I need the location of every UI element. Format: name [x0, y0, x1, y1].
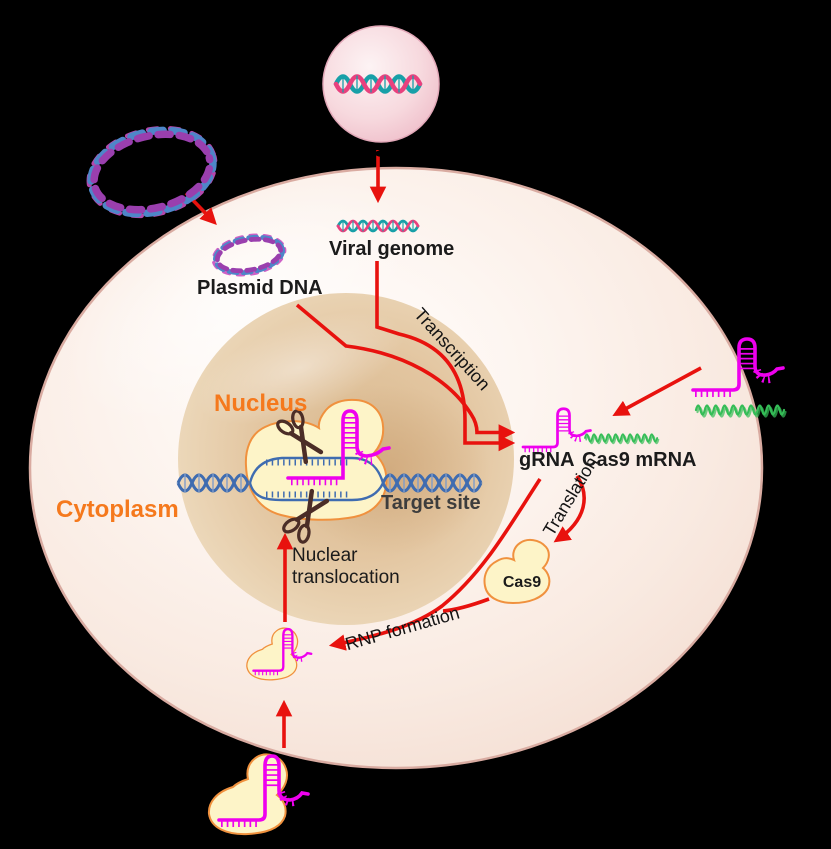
- target-site-label: Target site: [381, 492, 481, 514]
- viral-genome-icon: [336, 219, 420, 233]
- translation-arrow: [553, 475, 586, 543]
- plasmid-dna-icon: [211, 233, 287, 277]
- cas9-icon: [483, 538, 551, 605]
- cas9-label: Cas9: [502, 574, 542, 591]
- viral-dna-icon: [333, 74, 423, 94]
- grna-mrna-entry-arrow: [612, 366, 702, 416]
- plasmid-dna-label: Plasmid DNA: [197, 277, 323, 299]
- rnp-formation-arrow: [328, 478, 542, 651]
- process-arrows: [184, 150, 702, 748]
- grna-in-complex: [286, 409, 391, 486]
- viral-genome-label: Viral genome: [329, 238, 455, 260]
- plasmid-icon: [86, 125, 218, 219]
- nuclear-translocation-label: Nuclear translocation: [292, 545, 400, 588]
- cytoplasm-label: Cytoplasm: [56, 496, 179, 523]
- nucleus-label: Nucleus: [214, 390, 308, 417]
- genomic-dna-helix: [176, 398, 483, 546]
- rnp-outside-icon: [209, 754, 308, 834]
- transcription-arrows: [295, 261, 516, 452]
- cas9-mrna-label: Cas9 mRNA: [582, 449, 697, 471]
- cas9-branch-arrow: [442, 597, 490, 613]
- virus-icon: [308, 11, 454, 157]
- grna-label: gRNA: [519, 449, 575, 471]
